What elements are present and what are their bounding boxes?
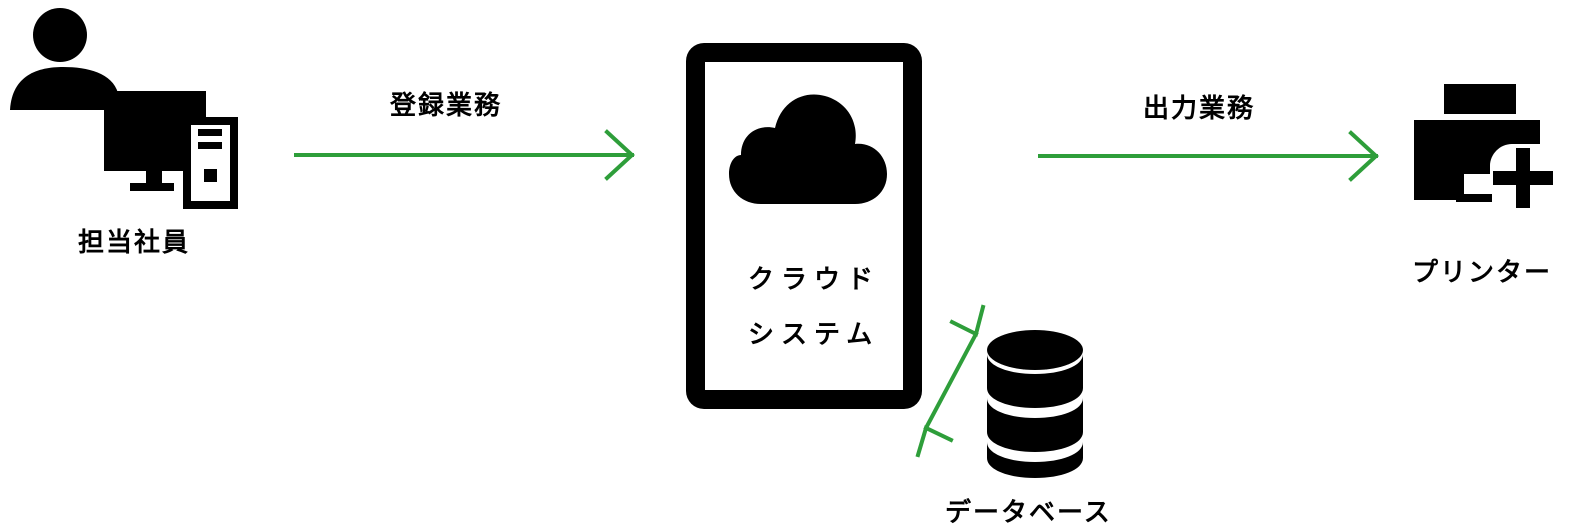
employee-label: 担当社員 [78, 228, 191, 258]
cloud-label-line2: システム [748, 320, 880, 350]
register-arrow [294, 129, 635, 181]
printer-icon [1414, 84, 1553, 208]
register-edge-label: 登録業務 [390, 91, 503, 121]
cloud-label-line1: クラウド [748, 265, 881, 295]
database-label: データベース [945, 498, 1112, 528]
output-arrow [1038, 130, 1379, 182]
cloud-window-frame-icon [686, 43, 922, 409]
database-link-arrow [915, 304, 986, 458]
printer-label: プリンター [1412, 258, 1553, 288]
database-icon [987, 330, 1083, 478]
employee-icon [10, 8, 238, 209]
output-edge-label: 出力業務 [1143, 94, 1256, 124]
